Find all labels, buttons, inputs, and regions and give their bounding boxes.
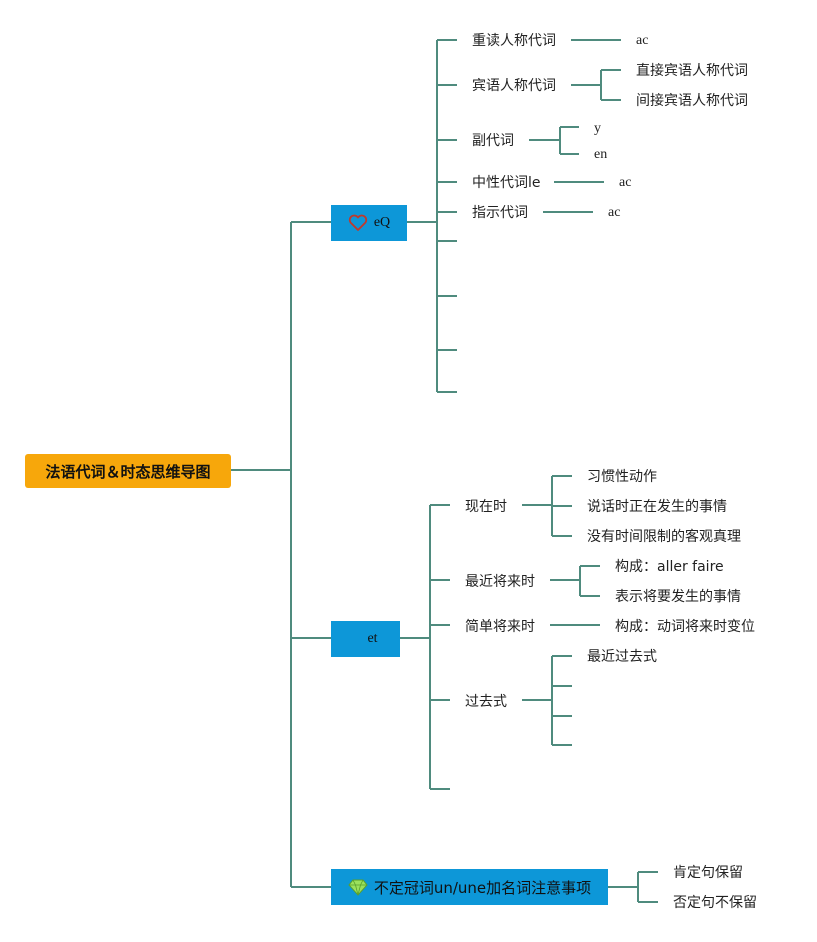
diamond-icon bbox=[348, 878, 368, 896]
mindmap-root[interactable]: 法语代词＆时态思维导图 bbox=[25, 454, 231, 488]
node-simple-future[interactable]: 简单将来时 bbox=[465, 619, 535, 635]
node-object-pronoun[interactable]: 宾语人称代词 bbox=[472, 78, 556, 94]
branch-tenses[interactable]: et bbox=[331, 621, 400, 657]
node-leaf[interactable]: 说话时正在发生的事情 bbox=[587, 499, 727, 515]
node-leaf[interactable]: 构成：aller faire bbox=[615, 559, 724, 575]
node-leaf[interactable]: 构成：动词将来时变位 bbox=[615, 619, 755, 635]
node-demonstrative-pronoun[interactable]: 指示代词 bbox=[472, 205, 528, 221]
branch-label: eQ bbox=[373, 215, 391, 230]
node-stressed-pronoun[interactable]: 重读人称代词 bbox=[472, 33, 556, 49]
node-leaf[interactable]: 表示将要发生的事情 bbox=[615, 589, 741, 605]
node-leaf[interactable]: 最近过去式 bbox=[587, 649, 657, 665]
branch-label: et bbox=[367, 631, 378, 646]
node-leaf[interactable]: 否定句不保留 bbox=[673, 895, 757, 911]
node-neuter-pronoun[interactable]: 中性代词le bbox=[472, 175, 541, 191]
heart-icon bbox=[348, 214, 368, 232]
node-leaf[interactable]: en bbox=[594, 147, 608, 162]
node-near-future[interactable]: 最近将来时 bbox=[465, 574, 535, 590]
node-leaf[interactable]: 没有时间限制的客观真理 bbox=[587, 529, 741, 545]
node-leaf[interactable]: 肯定句保留 bbox=[673, 865, 743, 881]
node-present-tense[interactable]: 现在时 bbox=[465, 499, 507, 515]
node-leaf[interactable]: 习惯性动作 bbox=[587, 469, 657, 485]
branch-indefinite-article[interactable]: 不定冠词un/une加名词注意事项 bbox=[331, 869, 608, 905]
root-label: 法语代词＆时态思维导图 bbox=[45, 462, 211, 481]
node-adverbial-pronoun[interactable]: 副代词 bbox=[472, 133, 514, 149]
node-leaf[interactable]: ac bbox=[619, 175, 632, 190]
node-leaf[interactable]: y bbox=[594, 121, 601, 136]
node-leaf[interactable]: ac bbox=[636, 33, 649, 48]
node-leaf[interactable]: 直接宾语人称代词 bbox=[636, 63, 748, 79]
node-leaf[interactable]: ac bbox=[608, 205, 621, 220]
branch-label: 不定冠词un/une加名词注意事项 bbox=[373, 878, 592, 897]
node-leaf[interactable]: 间接宾语人称代词 bbox=[636, 93, 748, 109]
node-past-tense[interactable]: 过去式 bbox=[465, 694, 507, 710]
branch-pronouns[interactable]: eQ bbox=[331, 205, 407, 241]
